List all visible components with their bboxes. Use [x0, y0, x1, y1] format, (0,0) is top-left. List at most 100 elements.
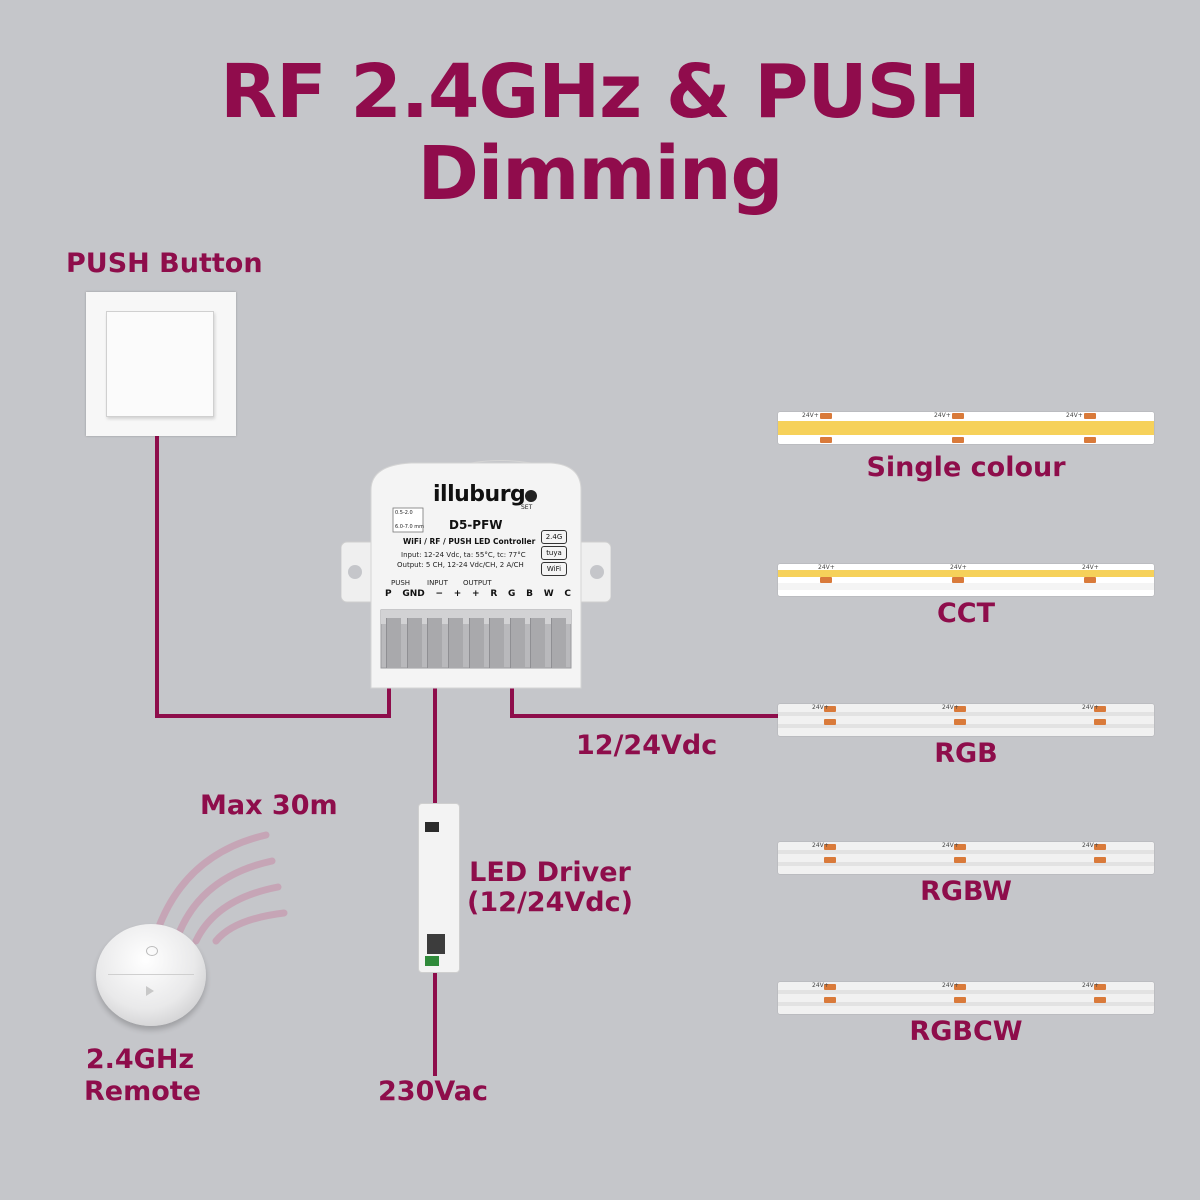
strip-marking: 24V+ [1082, 842, 1099, 849]
wire-output-down [510, 668, 514, 718]
wire-push-vertical [155, 436, 159, 718]
wire-driver-up [433, 668, 437, 804]
strip-pad [1094, 984, 1106, 990]
terminal-slot[interactable] [551, 618, 566, 668]
strip-label-rgbw: RGBW [920, 876, 1012, 907]
strip-marking: 24V+ [802, 412, 819, 419]
strip-pad [952, 577, 964, 583]
driver-label-1: LED Driver [469, 857, 631, 888]
strip-pad [954, 997, 966, 1003]
strip-pad [824, 706, 836, 712]
terminal-slot[interactable] [427, 618, 443, 668]
strip-pad [954, 706, 966, 712]
terminal-slot[interactable] [489, 618, 505, 668]
strip-pad [954, 984, 966, 990]
voltage-out-label: 12/24Vdc [576, 730, 718, 761]
terminal-label-c: C [564, 589, 571, 599]
terminal-label-g: G [507, 589, 516, 599]
strip-marking: 24V+ [1082, 704, 1099, 711]
strip-label-single-colour: Single colour [866, 452, 1066, 483]
model-number: D5-PFW [449, 518, 503, 532]
wire-push-horizontal [155, 714, 391, 718]
wire-spec-1: 0.5-2.0 [395, 510, 413, 516]
terminal-slot[interactable] [386, 618, 401, 668]
terminal-slot[interactable] [468, 618, 484, 668]
strip-marking: 24V+ [812, 704, 829, 711]
strip-marking: 24V+ [942, 982, 959, 989]
terminal-slot[interactable] [530, 618, 546, 668]
controller-subtitle: WiFi / RF / PUSH LED Controller [403, 537, 536, 546]
strip-marking: 24V+ [942, 704, 959, 711]
radio-waves-icon [150, 831, 288, 945]
strip-pad [824, 984, 836, 990]
strip-pad [824, 844, 836, 850]
mains-label: 230Vac [378, 1076, 489, 1107]
driver-label-2: (12/24Vdc) [467, 887, 633, 918]
terminal-label-gnd: GND [402, 589, 425, 599]
wire-mains [433, 972, 437, 1076]
group-label-push: PUSH [391, 579, 411, 587]
wire-spec-2: 6.0-7.0 mm [395, 524, 425, 530]
strip-rgbcw: 24V+ 24V+ 24V+ [778, 982, 1154, 1014]
strip-label-rgb: RGB [934, 738, 998, 769]
strip-pad [1084, 437, 1096, 443]
badge-wifi: WiFi [541, 562, 567, 576]
strip-single-colour: 24V+ 24V+ 24V+ [778, 412, 1154, 444]
strip-marking: 24V+ [934, 412, 951, 419]
strip-pad [824, 997, 836, 1003]
remote-power-icon[interactable] [146, 946, 158, 956]
strip-channel-line [778, 1002, 1154, 1006]
led-controller: illuburg SET 0.5-2.0 6.0-7.0 mm D5-PFW W… [340, 460, 612, 690]
wire-output-horizontal [510, 714, 780, 718]
strip-pad [820, 577, 832, 583]
set-label: SET [521, 504, 533, 511]
strip-rgbw: 24V+ 24V+ 24V+ [778, 842, 1154, 874]
max-range-label: Max 30m [200, 790, 338, 821]
strip-marking: 24V+ [812, 982, 829, 989]
remote-label-2: Remote [83, 1076, 201, 1107]
terminal-labels: P GND − + + R G B W C [385, 589, 571, 599]
strip-cob-yellow [778, 421, 1154, 435]
strip-pad [954, 844, 966, 850]
strip-pad [1084, 577, 1096, 583]
strip-pad [1094, 706, 1106, 712]
brand-logo: illuburg [433, 482, 526, 507]
terminal-label-plus-out: + [472, 589, 480, 599]
strip-marking: 24V+ [1066, 412, 1083, 419]
remote-mode-icon[interactable] [146, 986, 154, 996]
driver-input-terminal-icon [425, 956, 439, 966]
led-driver [418, 803, 460, 973]
output-spec: Output: 5 CH, 12-24 Vdc/CH, 2 A/CH [397, 561, 524, 569]
terminal-slot[interactable] [447, 618, 463, 668]
strip-channel-line [778, 990, 1154, 994]
terminal-slot[interactable] [509, 618, 525, 668]
rf-remote[interactable] [96, 924, 206, 1026]
terminal-label-b: B [526, 589, 533, 599]
group-label-output: OUTPUT [463, 579, 492, 587]
strip-pad [1094, 719, 1106, 725]
strip-pad [820, 413, 832, 419]
strip-marking: 24V+ [812, 842, 829, 849]
strip-pad [954, 719, 966, 725]
strip-pad [954, 857, 966, 863]
badge-tuya: tuya [541, 546, 567, 560]
terminal-label-p: P [385, 589, 392, 599]
strip-channel-line [778, 712, 1154, 716]
strip-rgb: 24V+ 24V+ 24V+ [778, 704, 1154, 736]
remote-divider [108, 974, 194, 975]
strip-pad [824, 719, 836, 725]
strip-cct: 24V+ 24V+ 24V+ [778, 564, 1154, 596]
terminal-label-w: W [543, 589, 554, 599]
remote-label-1: 2.4GHz [85, 1044, 195, 1075]
strip-cob-cool [778, 583, 1154, 590]
group-label-input: INPUT [427, 579, 448, 587]
terminal-slot[interactable] [406, 618, 422, 668]
strip-marking: 24V+ [942, 842, 959, 849]
terminal-label-r: R [490, 589, 498, 599]
driver-output-terminal-icon [425, 822, 439, 832]
terminal-label-minus: − [435, 589, 444, 599]
push-switch-rocker[interactable] [106, 311, 214, 417]
strip-pad [1094, 844, 1106, 850]
strip-cob-warm [778, 570, 1154, 577]
strip-channel-line [778, 724, 1154, 728]
